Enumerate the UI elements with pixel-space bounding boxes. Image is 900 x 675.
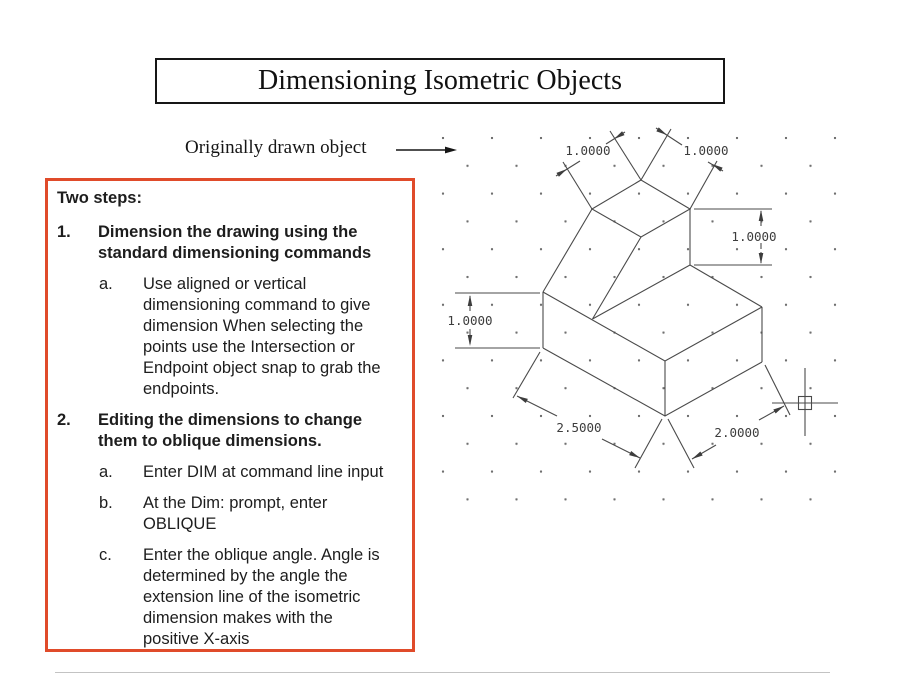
pickbox [797, 395, 813, 411]
text-line: dimensioning command to give [143, 296, 371, 314]
text-block: Enter the oblique angle. Angle is determi… [143, 545, 406, 649]
two-steps-panel: Two steps: 1. Dimension the drawing using… [45, 178, 415, 652]
text-line: OBLIQUE [143, 515, 217, 533]
sub-label: c. [99, 546, 112, 564]
text-line: dimension When selecting the [143, 317, 364, 335]
step-sub-item: a. Use aligned or vertical dimensioning co… [99, 274, 406, 400]
dim-label-left: 1.0000 [447, 313, 492, 328]
step-number: 2. [57, 411, 71, 429]
text-line: Enter the oblique angle. Angle is [143, 546, 380, 564]
crosshair-cursor[interactable] [772, 368, 838, 436]
dim-label-bottom-left: 2.5000 [556, 420, 601, 435]
text-line: Editing the dimensions to change [98, 411, 363, 429]
title-box: Dimensioning Isometric Objects [155, 58, 725, 104]
steps-list: 1. Dimension the drawing using the standar… [57, 222, 406, 649]
text-line: them to oblique dimensions. [98, 432, 322, 450]
text-line: Use aligned or vertical [143, 275, 307, 293]
dim-label-bottom-right: 2.0000 [714, 425, 759, 440]
dimension-top-left: 1.0000 [555, 130, 642, 210]
step-sub-item: a. Enter DIM at command line input [99, 462, 406, 483]
sub-label: a. [99, 275, 113, 293]
step-item: 2. Editing the dimensions to change them t… [57, 410, 406, 452]
step-item: 1. Dimension the drawing using the standar… [57, 222, 406, 264]
text-line: Endpoint object snap to grab the [143, 359, 381, 377]
text-line: endpoints. [143, 380, 220, 398]
text-line: Dimension the drawing using the [98, 223, 358, 241]
text-line: positive X-axis [143, 630, 250, 648]
text-block: Enter DIM at command line input [143, 462, 406, 483]
step-number: 1. [57, 223, 71, 241]
dimension-right: 1.0000 [694, 208, 777, 266]
dim-label-top-right: 1.0000 [683, 143, 728, 158]
dim-label-top-left: 1.0000 [565, 143, 610, 158]
sub-label: b. [99, 494, 113, 512]
dimension-bottom-right: 2.0000 [667, 364, 791, 469]
text-line: determined by the angle the [143, 567, 348, 585]
caption-arrow [396, 146, 457, 154]
dimension-top-right: 1.0000 [640, 127, 729, 210]
isometric-object [542, 179, 763, 417]
panel-heading: Two steps: [57, 189, 142, 207]
text-line: extension line of the isometric [143, 588, 361, 606]
text-line: dimension makes with the [143, 609, 333, 627]
text-line: At the Dim: prompt, enter [143, 494, 328, 512]
slide-edge-line [55, 672, 830, 673]
step-sub-item: c. Enter the oblique angle. Angle is deter… [99, 545, 406, 649]
text-block: Use aligned or vertical dimensioning comm… [143, 274, 406, 400]
text-line: standard dimensioning commands [98, 244, 372, 262]
dimension-bottom-left: 2.5000 [512, 351, 663, 469]
page-title: Dimensioning Isometric Objects [258, 65, 622, 96]
caption-label: Originally drawn object [185, 137, 367, 158]
text-line: points use the Intersection or [143, 338, 355, 356]
text-line: Enter DIM at command line input [143, 463, 384, 481]
dim-label-right: 1.0000 [731, 229, 776, 244]
text-block: Editing the dimensions to change them to … [98, 410, 406, 452]
text-block: Dimension the drawing using the standard … [98, 222, 406, 264]
dimension-left: 1.0000 [447, 292, 540, 349]
sub-label: a. [99, 463, 113, 481]
